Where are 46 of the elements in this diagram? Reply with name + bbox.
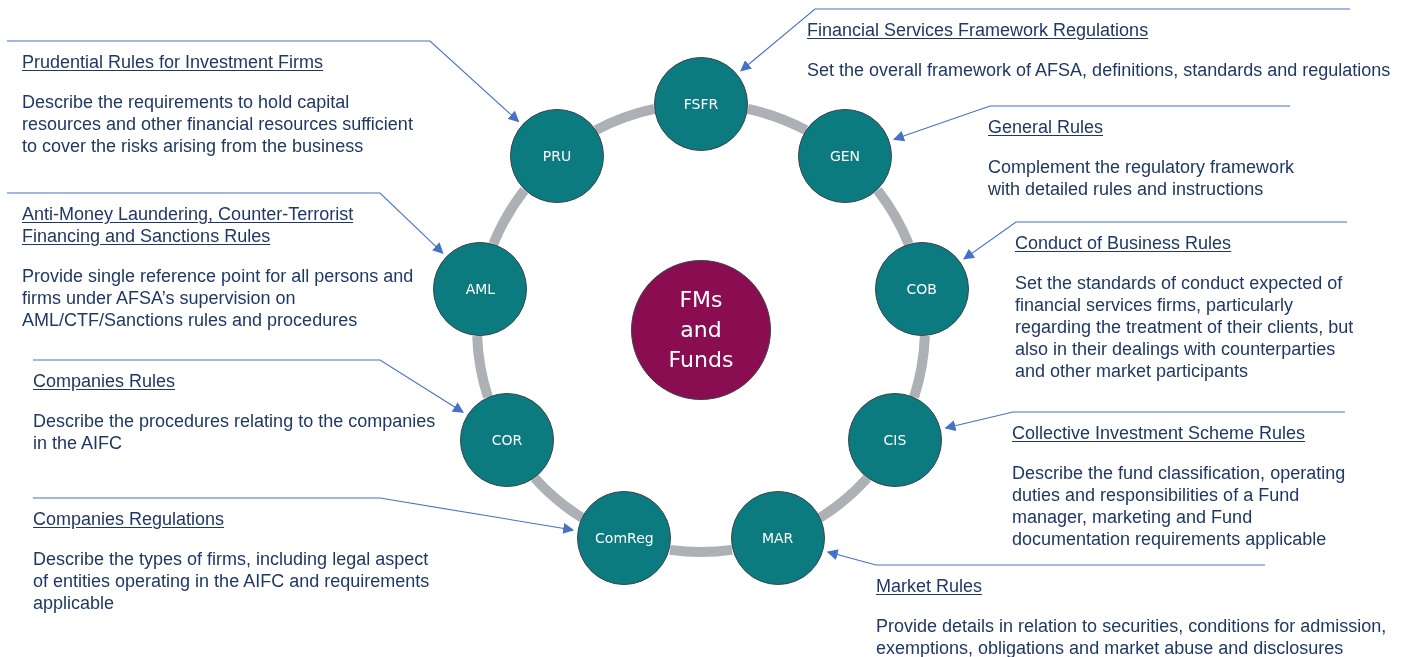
ring-segment — [531, 474, 585, 522]
rulebook-circle: MAR — [730, 491, 825, 586]
rule-title: General Rules — [988, 116, 1105, 138]
rulebook-circle: COR — [460, 393, 554, 487]
rulebook-circle: CIS — [848, 393, 942, 487]
leader-arrow — [6, 40, 520, 123]
rule-title: Companies Regulations — [33, 508, 226, 530]
rulebook-circle: AML — [433, 242, 528, 337]
rule-title: Collective Investment Scheme Rules — [1012, 422, 1307, 444]
rulebook-circle: FSFR — [654, 57, 748, 151]
center-circle: FMs and Funds — [631, 260, 771, 400]
rule-title: Financial Services Framework Regulations — [807, 19, 1150, 41]
rulebook-circle: GEN — [798, 109, 892, 204]
leader-arrow — [826, 549, 1266, 566]
ring-segment — [669, 544, 733, 557]
leader-arrow — [32, 497, 575, 534]
ring-segment — [817, 474, 871, 522]
leader-arrow — [893, 105, 1291, 142]
ring-segment — [873, 187, 914, 246]
rule-description: Provide details in relation to securities, conditions for admission, exemptions, obligations and market abuse and disclosures — [876, 615, 1388, 657]
rule-title: Anti-Money Laundering, Counter-Terrorist Financing and Sanctions Rules — [22, 203, 355, 247]
rule-title: Companies Rules — [33, 370, 177, 392]
rule-description: Set the overall framework of AFSA, definitions, standards and regulations — [807, 59, 1392, 81]
rule-description: Describe the fund classification, operating duties and responsibilities of a Fund manager, marketing and Fund documentation requirements applicable — [1012, 462, 1347, 550]
rule-description: Set the standards of conduct expected of financial services firms, particularly regarding the treatment of their clients, but also in their dealings with counterparties and other market participants — [1015, 272, 1355, 382]
rule-title: Market Rules — [876, 575, 984, 597]
leader-arrow — [6, 192, 444, 254]
ring-segment — [909, 335, 930, 399]
ring-segment — [593, 104, 656, 135]
rule-description: Provide single reference point for all persons and firms under AFSA’s supervision on AML/CTF/Sanctions rules and procedures — [22, 265, 415, 331]
rulebook-circle: PRU — [510, 109, 604, 204]
leader-arrow — [963, 221, 1348, 260]
rulebook-circle: ComReg — [577, 491, 672, 586]
rule-description: Describe the procedures relating to the companies in the AIFC — [33, 410, 437, 454]
ring-segment — [746, 104, 809, 135]
leader-arrow — [32, 359, 464, 413]
rule-description: Describe the requirements to hold capital resources and other financial resources sufficient to cover the risks arising from the business — [22, 91, 414, 157]
rulebook-circle: COB — [874, 242, 969, 337]
leader-arrow — [740, 8, 1351, 72]
rule-title: Prudential Rules for Investment Firms — [22, 51, 325, 73]
rule-description: Describe the types of firms, including legal aspect of entities operating in the AIFC and requirements applicable — [33, 548, 431, 614]
rule-description: Complement the regulatory framework with detailed rules and instructions — [988, 156, 1296, 200]
ring-segment — [488, 187, 529, 246]
ring-segment — [472, 335, 493, 399]
rule-title: Conduct of Business Rules — [1015, 232, 1233, 254]
leader-arrow — [944, 411, 1346, 432]
